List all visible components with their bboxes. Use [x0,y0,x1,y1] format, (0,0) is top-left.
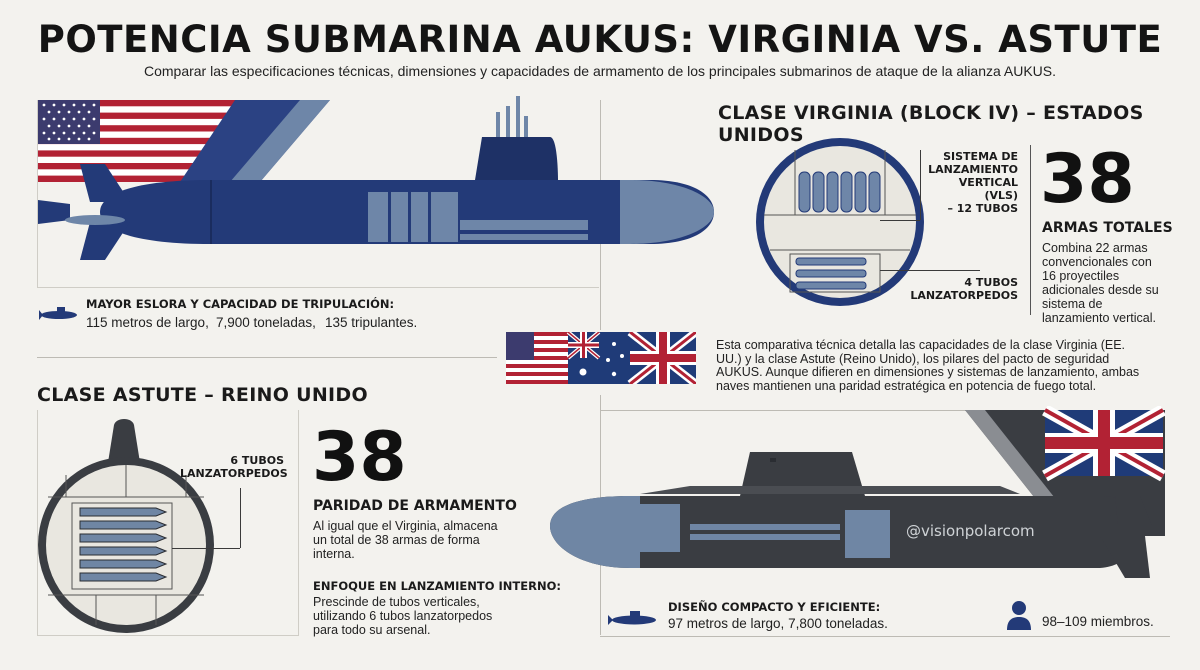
virginia-submarine-illustration [38,96,714,260]
astute-crew-text: 98–109 miembros. [1042,614,1154,629]
submarine-icon [39,307,77,320]
astute-torpedo-leader-v [240,488,241,548]
vls-leader-vertical [920,150,921,220]
virginia-torpedo-label: 4 TUBOS LANZATORPEDOS [910,276,1018,302]
astute-torpedo-label-line: LANZATORPEDOS [180,467,288,480]
us-flag-icon [506,332,568,384]
aukus-flags [506,332,696,384]
page-title: POTENCIA SUBMARINA AUKUS: VIRGINIA VS. A… [37,18,1163,61]
page-subtitle: Comparar las especificaciones técnicas, … [143,63,1057,79]
astute-bottom-line [600,636,1170,637]
person-icon [1007,601,1031,630]
astute-torpedo-label-line: 6 TUBOS [230,454,284,467]
astute-cross-section [38,419,214,633]
virginia-panel-frame [37,100,599,288]
virginia-spec-title: MAYOR ESLORA Y CAPACIDAD DE TRIPULACIÓN: [86,297,395,311]
virginia-weapons-desc: Combina 22 armas convencionales con 16 p… [1042,241,1159,325]
astute-torpedo-label: 6 TUBOS LANZATORPEDOS [180,454,288,480]
torpedo-label-line: LANZATORPEDOS [910,289,1018,302]
astute-spec-title: DISEÑO COMPACTO Y EFICIENTE: [668,600,881,614]
astute-section-title: CLASE ASTUTE – REINO UNIDO [37,384,368,406]
virginia-spec-length: 115 metros de largo, [86,315,209,330]
astute-torpedo-leader-h [172,548,240,549]
vls-label-line: VERTICAL (VLS) [958,176,1018,202]
vls-label-line: LANZAMIENTO [928,163,1018,176]
left-divider [37,357,497,358]
torpedo-leader-line [880,270,980,271]
astute-weapons-number: 38 [312,418,407,497]
astute-spec-text: 97 metros de largo, 7,800 toneladas. [668,616,888,631]
astute-internal-desc: Prescinde de tubos verticales, utilizand… [313,595,493,637]
vls-label: SISTEMA DE LANZAMIENTO VERTICAL (VLS) – … [926,150,1018,215]
watermark: @visionpolarcom [906,522,1035,540]
astute-panel-frame [37,410,299,636]
submarine-icon [608,611,656,625]
vls-label-line: – 12 TUBOS [947,202,1018,215]
virginia-cross-section [756,138,924,306]
uk-flag-icon [1042,406,1166,482]
astute-weapons-desc: Al igual que el Virginia, almacena un to… [313,519,498,561]
torpedo-label-line: 4 TUBOS [964,276,1018,289]
vls-label-line: SISTEMA DE [943,150,1018,163]
virginia-stats-divider [1030,145,1031,315]
center-description: Esta comparativa técnica detalla las cap… [716,338,1140,393]
astute-weapons-title: PARIDAD DE ARMAMENTO [313,498,517,514]
right-divider [600,410,970,411]
virginia-spec-tonnage: 7,900 toneladas, [216,315,316,330]
uk-flag-icon [627,332,696,384]
australia-flag-icon [566,332,630,384]
astute-submarine-illustration [550,406,1166,578]
vls-leader-line [880,220,920,221]
virginia-weapons-number: 38 [1040,140,1135,219]
virginia-weapons-title: ARMAS TOTALES [1042,220,1173,236]
virginia-section-title: CLASE VIRGINIA (BLOCK IV) – ESTADOS UNID… [718,102,1144,146]
astute-internal-title: ENFOQUE EN LANZAMIENTO INTERNO: [313,579,561,593]
virginia-spec-crew: 135 tripulantes. [325,315,418,330]
